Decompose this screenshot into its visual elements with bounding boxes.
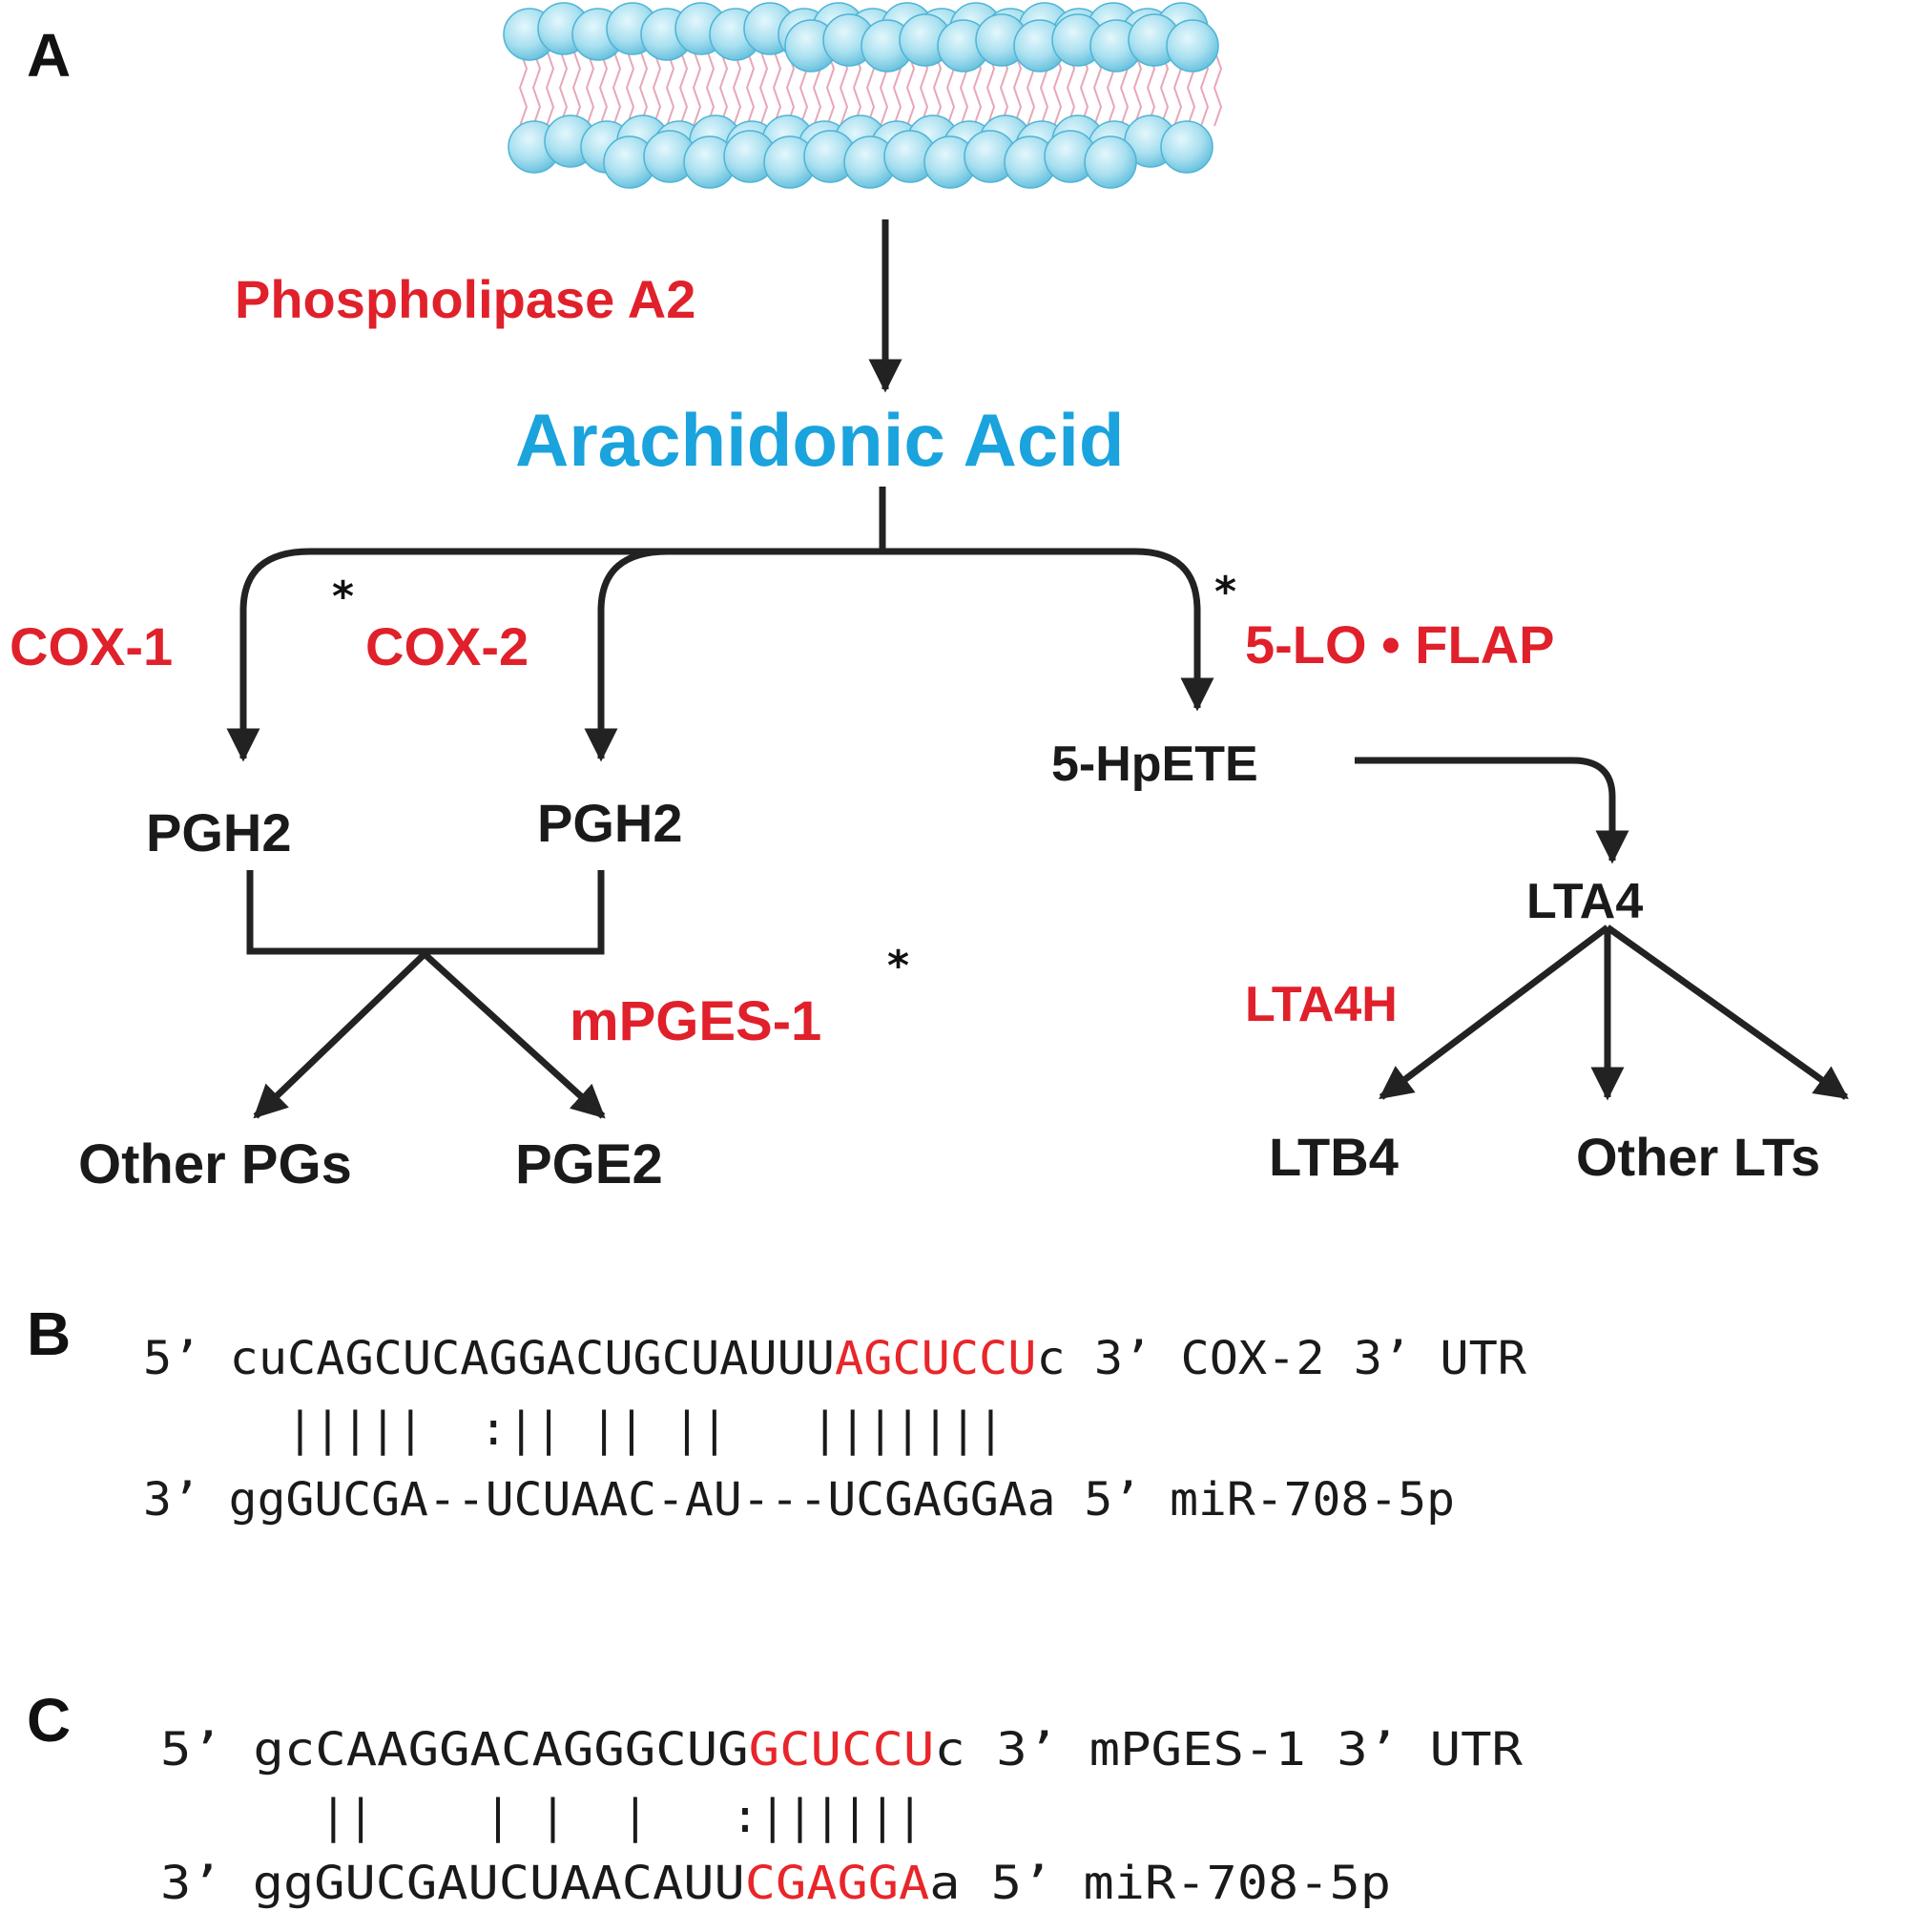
arrow-cox2 [584,548,882,762]
metabolite-5-hpete: 5-HpETE [1051,737,1258,792]
lipid-bilayer-icon [503,2,1223,189]
metabolite-other-lts: Other LTs [1576,1127,1820,1187]
arrow-ltb4 [1379,924,1610,1100]
enzyme-cox-2: COX-2 [365,616,529,676]
substrate-arachidonic-acid: Arachidonic Acid [515,398,1125,482]
enzyme-lta4h: LTA4H [1245,977,1398,1032]
metabolite-pgh2-cox1: PGH2 [146,802,292,862]
alignment-c-pairing: || | | | :|||||| [320,1790,923,1843]
arrow-hpete-lta4 [1355,757,1629,864]
panel-label-a: A [27,21,71,90]
enzyme-5lo-flap: 5-LO • FLAP [1245,614,1555,675]
metabolite-other-pgs: Other PGs [78,1133,352,1195]
arrow-cox1 [226,548,882,762]
asterisk-cox-2: * [332,572,354,621]
arrow-pge2 [422,951,606,1119]
pathway-arrows [226,219,1849,1119]
panel-label-c: C [27,1686,71,1755]
panel-label-b: B [27,1299,71,1368]
arrow-5lo [882,548,1214,712]
arrow-other-pgs [253,951,427,1119]
enzyme-phospholipase-a2: Phospholipase A2 [235,269,695,329]
asterisk-mpges-1: * [887,942,909,990]
metabolite-ltb4: LTB4 [1269,1127,1399,1187]
asterisk-5lo: * [1214,568,1236,616]
connector-pgh2 [246,870,605,955]
enzyme-mpges-1: mPGES-1 [570,990,821,1052]
metabolite-pge2: PGE2 [515,1133,663,1195]
alignment-b-pairing: ||||| :|| || || ||||||| [286,1402,1005,1456]
metabolite-pgh2-cox2: PGH2 [537,793,683,853]
enzyme-cox-1: COX-1 [10,616,173,676]
metabolite-lta4: LTA4 [1526,874,1643,929]
arrow-other-lts-right [1605,924,1849,1100]
alignment-b-bottom-strand: 3’ ggGUCGA--UCUAAC-AU---UCGAGGAa 5’ miR-… [143,1473,1455,1527]
